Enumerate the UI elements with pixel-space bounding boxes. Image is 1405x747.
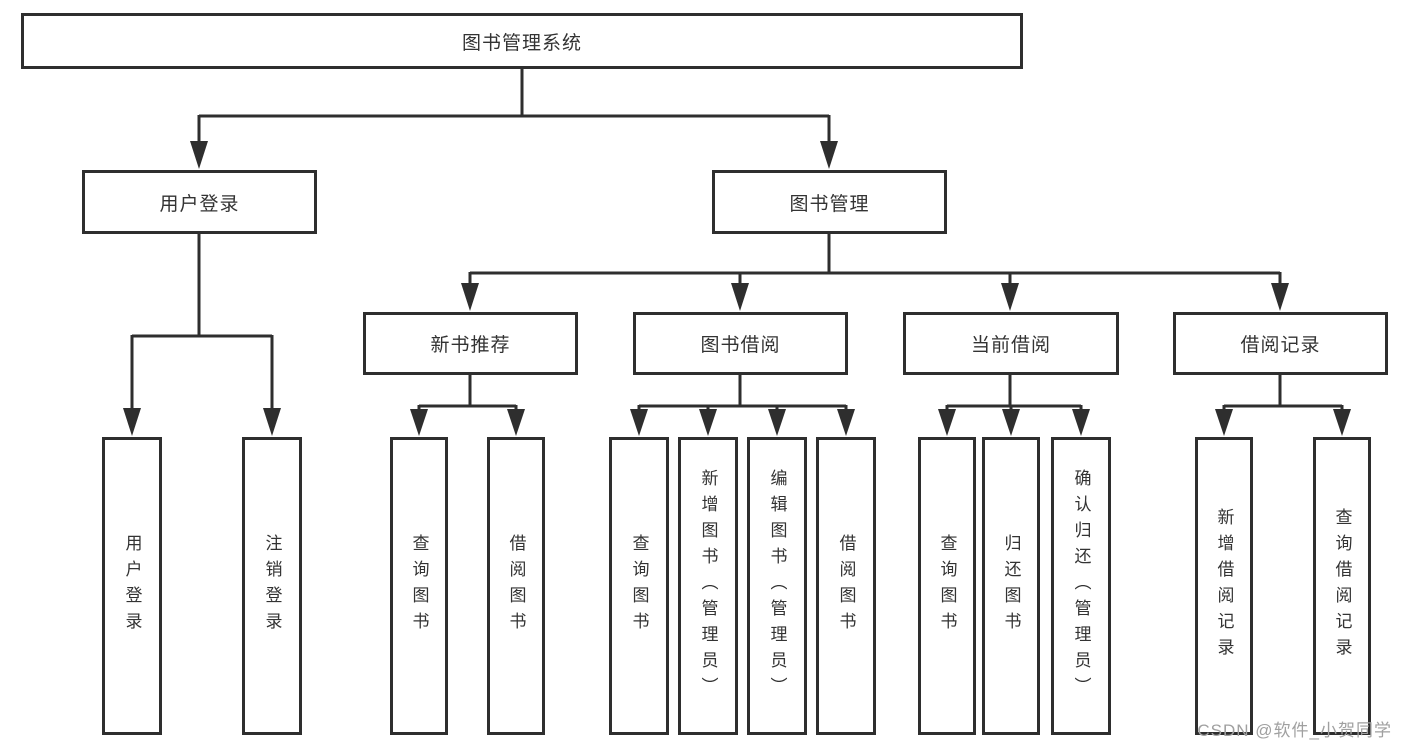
leaf-user-login: 用户登录: [102, 437, 162, 735]
node-label: 借阅记录: [1240, 335, 1321, 356]
leaf-logout: 注销登录: [242, 437, 302, 735]
node-label: 查询图书: [409, 534, 429, 638]
node-new-book-recommendation: 新书推荐: [363, 312, 578, 375]
node-label: 用户登录: [122, 534, 142, 638]
node-label: 新增借阅记录: [1214, 508, 1234, 664]
node-label: 新增图书（管理员）: [698, 469, 718, 703]
leaf-add-book-admin: 新增图书（管理员）: [678, 437, 738, 735]
node-label: 查询借阅记录: [1332, 508, 1352, 664]
leaf-query-books-current: 查询图书: [918, 437, 976, 735]
csdn-watermark: CSDN @软件_小贺同学: [1197, 721, 1392, 740]
node-book-borrowing: 图书借阅: [633, 312, 848, 375]
leaf-borrow-book: 借阅图书: [816, 437, 876, 735]
node-library-management-system: 图书管理系统: [21, 13, 1023, 69]
node-label: 确认归还（管理员）: [1071, 469, 1091, 703]
leaf-borrow-books-recommend: 借阅图书: [487, 437, 545, 735]
node-label: 编辑图书（管理员）: [767, 469, 787, 703]
leaf-add-borrow-record: 新增借阅记录: [1195, 437, 1253, 735]
leaf-return-book: 归还图书: [982, 437, 1040, 735]
node-label: 图书管理系统: [461, 32, 582, 54]
leaf-confirm-return-admin: 确认归还（管理员）: [1051, 437, 1111, 735]
node-label: 查询图书: [937, 534, 957, 638]
node-label: 借阅图书: [506, 534, 526, 638]
node-label: 图书管理: [789, 193, 870, 215]
node-label: 查询图书: [629, 534, 649, 638]
node-label: 归还图书: [1001, 534, 1021, 638]
node-user-login-branch: 用户登录: [82, 170, 317, 234]
node-label: 图书借阅: [700, 335, 781, 356]
leaf-edit-book-admin: 编辑图书（管理员）: [747, 437, 807, 735]
node-current-borrowing: 当前借阅: [903, 312, 1119, 375]
leaf-query-borrow-record: 查询借阅记录: [1313, 437, 1371, 735]
leaf-query-books-recommend: 查询图书: [390, 437, 448, 735]
leaf-query-books-borrowing: 查询图书: [609, 437, 669, 735]
node-book-management-branch: 图书管理: [712, 170, 947, 234]
node-label: 注销登录: [262, 534, 282, 638]
node-label: 借阅图书: [836, 534, 856, 638]
node-label: 用户登录: [159, 193, 240, 215]
node-label: 新书推荐: [430, 335, 511, 356]
node-label: 当前借阅: [970, 335, 1051, 356]
node-borrowing-records: 借阅记录: [1173, 312, 1388, 375]
